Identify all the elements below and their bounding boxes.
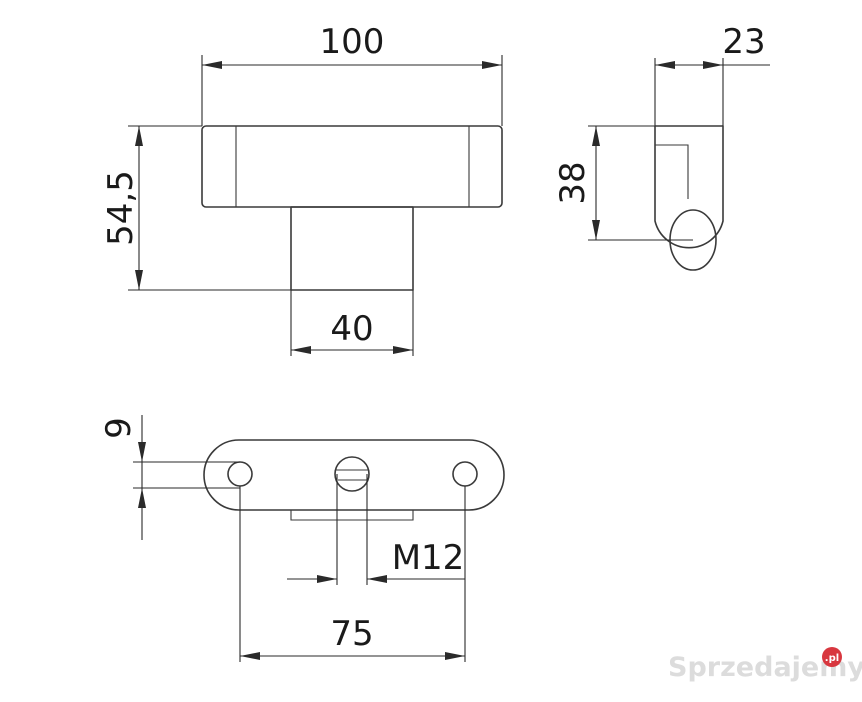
- side-view-profile: [654, 125, 724, 249]
- dimension-thread: M12: [287, 474, 465, 585]
- front-view: [201, 125, 503, 291]
- dimension-stem-width-label: 40: [330, 309, 373, 349]
- dimension-side-hole-height: 38: [553, 125, 693, 241]
- dimension-front-width-label: 100: [320, 22, 385, 62]
- front-view-head: [201, 125, 503, 208]
- side-view: [654, 125, 724, 271]
- dimension-plate-thickness: 9: [99, 415, 240, 540]
- dimension-plate-thickness-label: 9: [99, 417, 139, 439]
- dimension-stem-width: 40: [290, 290, 414, 356]
- top-view-hole-left: [227, 461, 253, 487]
- dimension-hole-spacing-label: 75: [330, 614, 373, 654]
- dimension-thread-label: M12: [392, 538, 465, 578]
- front-view-stem: [290, 206, 414, 291]
- top-view-thread: [334, 456, 370, 492]
- dimension-hole-spacing: 75: [239, 486, 466, 662]
- dimension-side-hole-height-label: 38: [553, 161, 593, 204]
- watermark-badge-icon: [822, 647, 842, 667]
- top-view-plate: [203, 439, 505, 511]
- top-view: [203, 439, 505, 521]
- dimension-front-height-label: 54,5: [101, 170, 141, 246]
- side-view-step: [655, 144, 689, 199]
- dimension-side-depth-label: 23: [722, 22, 765, 62]
- watermark: Sprzedajemy .pl: [668, 647, 862, 683]
- dimension-side-depth: 23: [654, 22, 770, 126]
- watermark-badge-text: .pl: [825, 653, 839, 664]
- dimension-front-width: 100: [201, 22, 503, 126]
- top-view-hole-right: [452, 461, 478, 487]
- top-view-stem-edge: [290, 510, 414, 521]
- dimension-front-height: 54,5: [101, 125, 291, 291]
